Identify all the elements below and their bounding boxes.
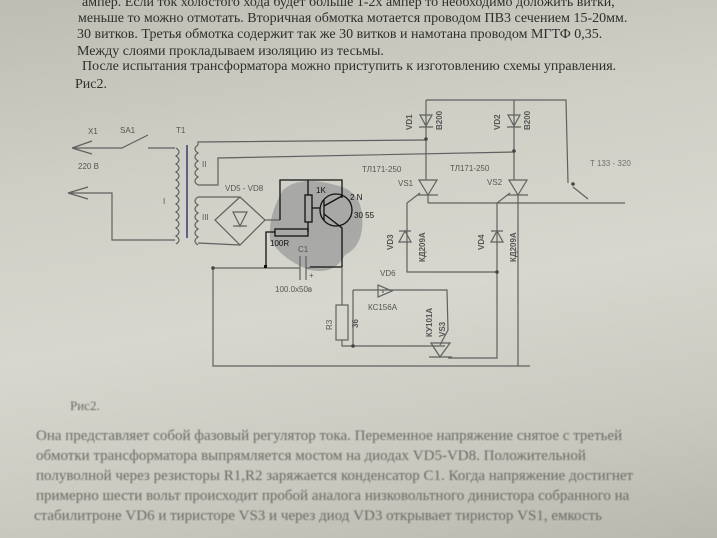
text-line: полуволной через резисторы R1,R2 заряжае…: [36, 468, 634, 484]
text-line: ампер. Если ток холостого хода будет бол…: [82, 0, 615, 10]
figure-label: Рис2.: [75, 77, 107, 92]
handwritten-note: T 133 - 320: [590, 159, 631, 168]
label-vd2-type: B200: [523, 110, 532, 130]
circuit-element: [506, 100, 522, 180]
circuit-element: [194, 144, 200, 186]
circuit-element: [429, 342, 452, 359]
highlight-blob: [269, 181, 363, 271]
circuit-element: [323, 195, 343, 267]
diode-bridge: [197, 196, 280, 246]
circuit-element: [377, 284, 394, 298]
control-circuit: [265, 179, 353, 268]
label-winding-3: III: [202, 213, 209, 222]
circuit-element: [211, 266, 215, 270]
circuit-element: [512, 149, 516, 153]
label-vd6-type: КС156А: [368, 303, 398, 312]
circuit-element: [212, 267, 530, 367]
label-vs1: VS1: [398, 179, 414, 188]
text-line: 30 витков. Третья обмотка содержит так ж…: [77, 27, 603, 42]
circuit-element: [67, 186, 175, 241]
circuit-element: [213, 256, 310, 280]
label-vd3-type: КД209А: [418, 232, 427, 262]
power-wires: [197, 99, 625, 204]
circuit-element: [351, 344, 355, 348]
text-line: примерно шести вольт происходит пробой а…: [36, 488, 630, 504]
circuit-element: [232, 211, 248, 228]
text-line: меньше то можно отмотать. Вторичная обмо…: [78, 11, 628, 26]
label-bridge: VD5 - VD8: [225, 184, 264, 193]
text-line: После испытания трансформатора можно при…: [82, 59, 617, 74]
label-vd1: VD1: [405, 114, 414, 130]
circuit-element: [352, 289, 449, 347]
label-winding-1: I: [163, 197, 165, 206]
label-transistor-2: 30 55: [354, 211, 375, 220]
label-pot: 1K: [316, 186, 326, 195]
circuit-element: [174, 147, 180, 245]
circuit-element: [424, 137, 428, 141]
label-plus: +: [309, 271, 314, 280]
label-thyristor-type-1: ТЛ171-250: [362, 165, 402, 174]
label-c1: C1: [298, 245, 309, 254]
circuit-element: [265, 231, 342, 268]
circuit-element: [197, 196, 280, 246]
circuit-element: [426, 99, 625, 204]
circuit-element: [397, 229, 413, 243]
label-vd3: VD3: [386, 234, 395, 250]
thyristors: [397, 100, 529, 366]
label-thyristor-type-2: ТЛ171-250: [450, 164, 490, 173]
text-line: обмотки трансформатора выпрямляется мост…: [36, 448, 586, 464]
label-r3: R3: [325, 319, 334, 330]
label-100r: 100R: [270, 239, 289, 248]
label-t1: T1: [176, 126, 186, 135]
label-transistor-1: 2 N: [350, 193, 363, 202]
label-c1-value: 100.0x50в: [275, 285, 312, 294]
label-vd4: VD4: [477, 234, 486, 250]
text-line: стабилитроне VD6 и тиристоре VS3 и через…: [34, 508, 602, 524]
circuit-element: [495, 270, 499, 274]
text-line: Она представляет собой фазовый регулятор…: [36, 428, 623, 444]
label-vd6: VD6: [380, 269, 396, 278]
circuit-element: [264, 265, 267, 268]
circuit-element: [507, 179, 529, 366]
circuit-element: [71, 134, 175, 155]
label-voltage: 220 B: [78, 162, 99, 171]
circuit-element: [335, 304, 349, 341]
circuit-element: [194, 196, 200, 246]
label-vd1-type: B200: [435, 110, 444, 130]
label-vd2: VD2: [493, 114, 502, 130]
label-winding-2: II: [202, 160, 206, 169]
label-vs3: VS3: [438, 321, 447, 337]
circuit-element: [406, 192, 511, 359]
junction-dots: [211, 137, 575, 348]
circuit-element: [319, 193, 353, 227]
circuit-element: [571, 182, 575, 186]
label-sa1: SA1: [120, 126, 136, 135]
label-x1: X1: [88, 127, 98, 136]
figure-caption: Рис2.: [70, 398, 100, 413]
capacitor-and-return: [212, 256, 530, 367]
label-vs3-type: КУ101А: [425, 308, 434, 337]
label-r3-value: 36: [351, 319, 360, 328]
circuit-element: [197, 139, 515, 186]
circuit-element: [489, 229, 505, 243]
input-terminals: [67, 134, 175, 241]
text-line: Между слоями прокладываем изоляцию из те…: [77, 44, 384, 59]
label-vd4-type: КД209А: [509, 232, 518, 262]
transformer-t1: [174, 144, 200, 246]
circuit-element: [417, 179, 439, 203]
label-vs2: VS2: [487, 178, 503, 187]
